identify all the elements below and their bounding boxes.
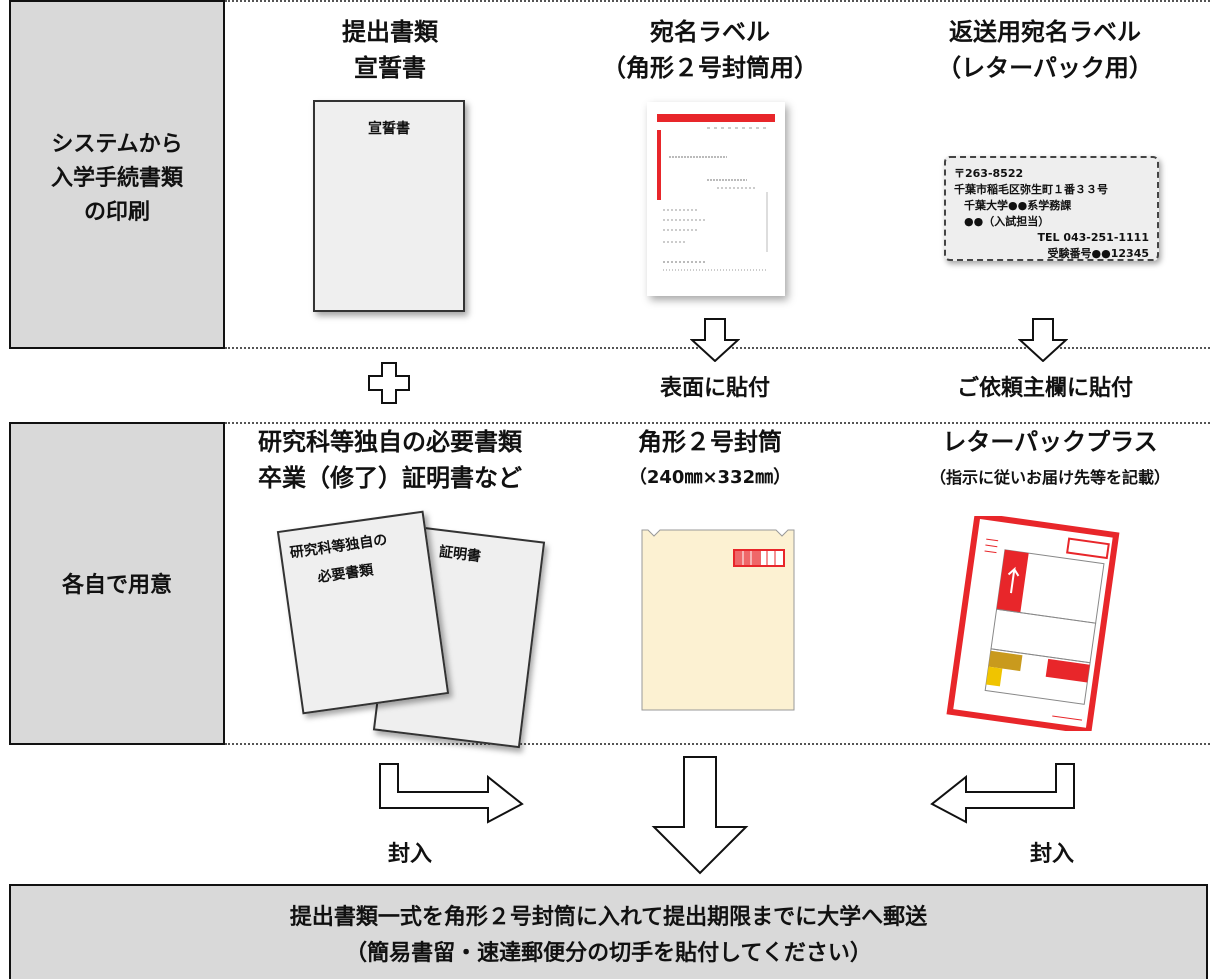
card-line-3: 千葉大学●●系学務課 (964, 199, 1072, 212)
row2-col1-title: 研究科等独自の必要書類 卒業（修了）証明書など (230, 424, 550, 496)
envelope-illustration (641, 529, 795, 711)
right-affix-text: ご依頼主欄に貼付 (956, 376, 1133, 401)
row2-col2-title: 角形２号封筒 （240㎜×332㎜） (590, 424, 830, 496)
bottom-instruction-line2: （簡易書留・速達郵便分の切手を貼付してください） (345, 941, 872, 966)
card-line-4: ●●（入試担当） (964, 215, 1050, 228)
faculty-document-title: 研究科等独自の 必要書類 (288, 526, 393, 595)
enclose-arrow-left (379, 763, 524, 824)
bottom-instruction-text: 提出書類一式を角形２号封筒に入れて提出期限までに大学へ郵送 （簡易書留・速達郵便… (9, 900, 1208, 972)
row2-left-cell (9, 422, 225, 745)
row2-col1-title-line1: 研究科等独自の必要書類 (258, 428, 522, 456)
bottom-instruction-box (9, 884, 1208, 979)
card-line-6: 受験番号●●12345 (1047, 247, 1149, 260)
return-address-label: 〒263-8522 千葉市稲毛区弥生町１番３３号 千葉大学●●系学務課 ●●（入… (944, 156, 1159, 261)
row1-col3-title-line1: 返送用宛名ラベル (949, 18, 1141, 46)
row1-left-label-line1: システムから (51, 132, 183, 157)
card-line-2: 千葉市稲毛区弥生町１番３３号 (954, 183, 1108, 196)
row2-col1-title-line2: 卒業（修了）証明書など (258, 464, 522, 492)
row2-bottom-border (225, 743, 1210, 745)
card-line-5: TEL 043-251-1111 (1037, 231, 1149, 244)
row2-top-border (225, 422, 1210, 424)
row2-col2-title-line2: （240㎜×332㎜） (628, 467, 792, 488)
row1-col3-title: 返送用宛名ラベル （レターパック用） (925, 14, 1165, 86)
oath-document-title: 宣誓書 (368, 121, 410, 137)
row2-col3-title-line2: （指示に従いお届け先等を記載） (929, 468, 1170, 487)
row1-col2-title: 宛名ラベル （角形２号封筒用） (590, 14, 830, 86)
row1-left-cell (9, 0, 225, 349)
row1-top-border (225, 0, 1210, 2)
down-arrow-icon-mid (690, 318, 740, 362)
plus-icon (368, 362, 410, 404)
bottom-instruction-line1: 提出書類一式を角形２号封筒に入れて提出期限までに大学へ郵送 (289, 905, 928, 930)
letterpack-illustration (946, 516, 1120, 731)
enclose-text-right: 封入 (1029, 842, 1074, 867)
mid-affix-text: 表面に貼付 (659, 376, 770, 401)
enclose-arrow-center (651, 756, 749, 875)
address-label-sketch (657, 114, 775, 271)
card-line-1: 〒263-8522 (954, 167, 1024, 180)
row1-col3-title-line2: （レターパック用） (937, 54, 1153, 82)
down-arrow-icon-right (1018, 318, 1068, 362)
row2-col2-title-line1: 角形２号封筒 (638, 428, 782, 456)
row2-col3-title: レターパックプラス （指示に従いお届け先等を記載） (905, 424, 1195, 496)
row1-left-label: システムから 入学手続書類 の印刷 (9, 128, 225, 230)
row1-col1-title-line1: 提出書類 (342, 18, 438, 46)
row2-left-label: 各自で用意 (61, 573, 172, 598)
row1-col2-title-line1: 宛名ラベル (650, 18, 770, 46)
row1-col1-title-line2: 宣誓書 (354, 54, 426, 82)
oath-document: 宣誓書 (313, 100, 465, 312)
row1-left-label-line2: 入学手続書類 (50, 166, 183, 191)
faculty-document: 研究科等独自の 必要書類 (276, 510, 450, 715)
row1-col2-title-line2: （角形２号封筒用） (602, 54, 818, 82)
row2-col3-title-line1: レターパックプラス (942, 428, 1158, 456)
address-label-thumbnail (647, 102, 785, 296)
certificate-document-title: 証明書 (438, 544, 482, 566)
enclose-text-left: 封入 (387, 842, 432, 867)
enclose-arrow-right (930, 763, 1075, 824)
row1-col1-title: 提出書類 宣誓書 (280, 14, 500, 86)
row1-left-label-line3: の印刷 (83, 200, 150, 225)
